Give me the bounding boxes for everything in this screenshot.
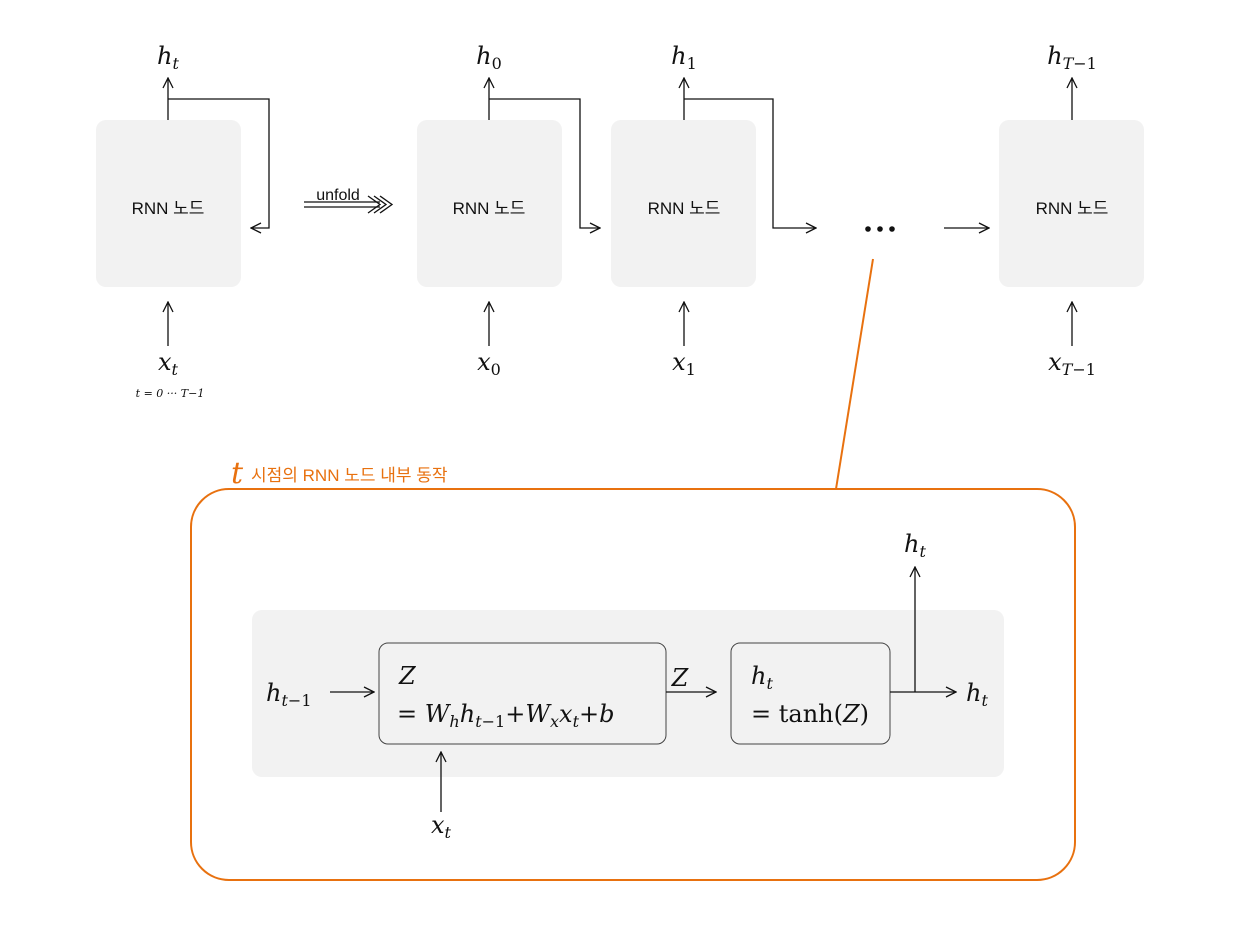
node-0-box xyxy=(417,120,562,287)
unfold-arrow: unfold xyxy=(304,187,394,214)
mid-z-label: Z xyxy=(671,664,690,692)
node-last-label: RNN 노드 xyxy=(1036,199,1109,218)
ellipsis xyxy=(865,226,895,232)
detail-title-var: t xyxy=(231,456,244,491)
node-last-input-label: xT−1 xyxy=(1048,348,1096,379)
node-last-box xyxy=(999,120,1144,287)
folded-output-label: ht xyxy=(157,42,179,73)
node-0-input-label: x0 xyxy=(477,348,501,379)
box2-line2: = tanh(Z) xyxy=(751,700,869,728)
folded-range-note: t = 0 ··· T−1 xyxy=(136,387,205,400)
node-0-output-label: h0 xyxy=(476,42,502,73)
detail-panel xyxy=(190,488,1076,881)
node-1-input-label: x1 xyxy=(672,348,696,379)
box1-line2: = Whht−1+Wxxt+b xyxy=(397,700,615,731)
folded-node-box xyxy=(96,120,241,287)
detail-input-x-label: xt xyxy=(431,811,452,842)
node-1-to-next-arrow xyxy=(684,98,816,228)
node-1-output-label: h1 xyxy=(671,42,697,73)
unrolled-node-last: RNN 노드 xyxy=(999,120,1144,287)
activation-box xyxy=(730,642,891,745)
recurrent-loop-arrow xyxy=(168,98,270,228)
detail-title: 시점의 RNN 노드 내부 동작 xyxy=(251,466,448,485)
unrolled-node-1: RNN 노드 xyxy=(611,120,756,287)
box1-line1: Z xyxy=(398,662,417,690)
unrolled-node-0: RNN 노드 xyxy=(417,120,562,287)
node-last-output-label: hT−1 xyxy=(1047,42,1097,73)
node-0-label: RNN 노드 xyxy=(453,199,526,218)
folded-node-label: RNN 노드 xyxy=(132,199,205,218)
detail-output-up-label: ht xyxy=(904,530,926,561)
folded-input-label: xt xyxy=(158,348,179,379)
node-0-to-1-arrow xyxy=(489,98,600,228)
linear-combination-box xyxy=(378,642,667,745)
callout-connector xyxy=(835,258,874,490)
node-1-box xyxy=(611,120,756,287)
node-1-label: RNN 노드 xyxy=(648,199,721,218)
unfold-label: unfold xyxy=(316,187,360,204)
folded-rnn-node: RNN 노드 xyxy=(96,120,241,287)
